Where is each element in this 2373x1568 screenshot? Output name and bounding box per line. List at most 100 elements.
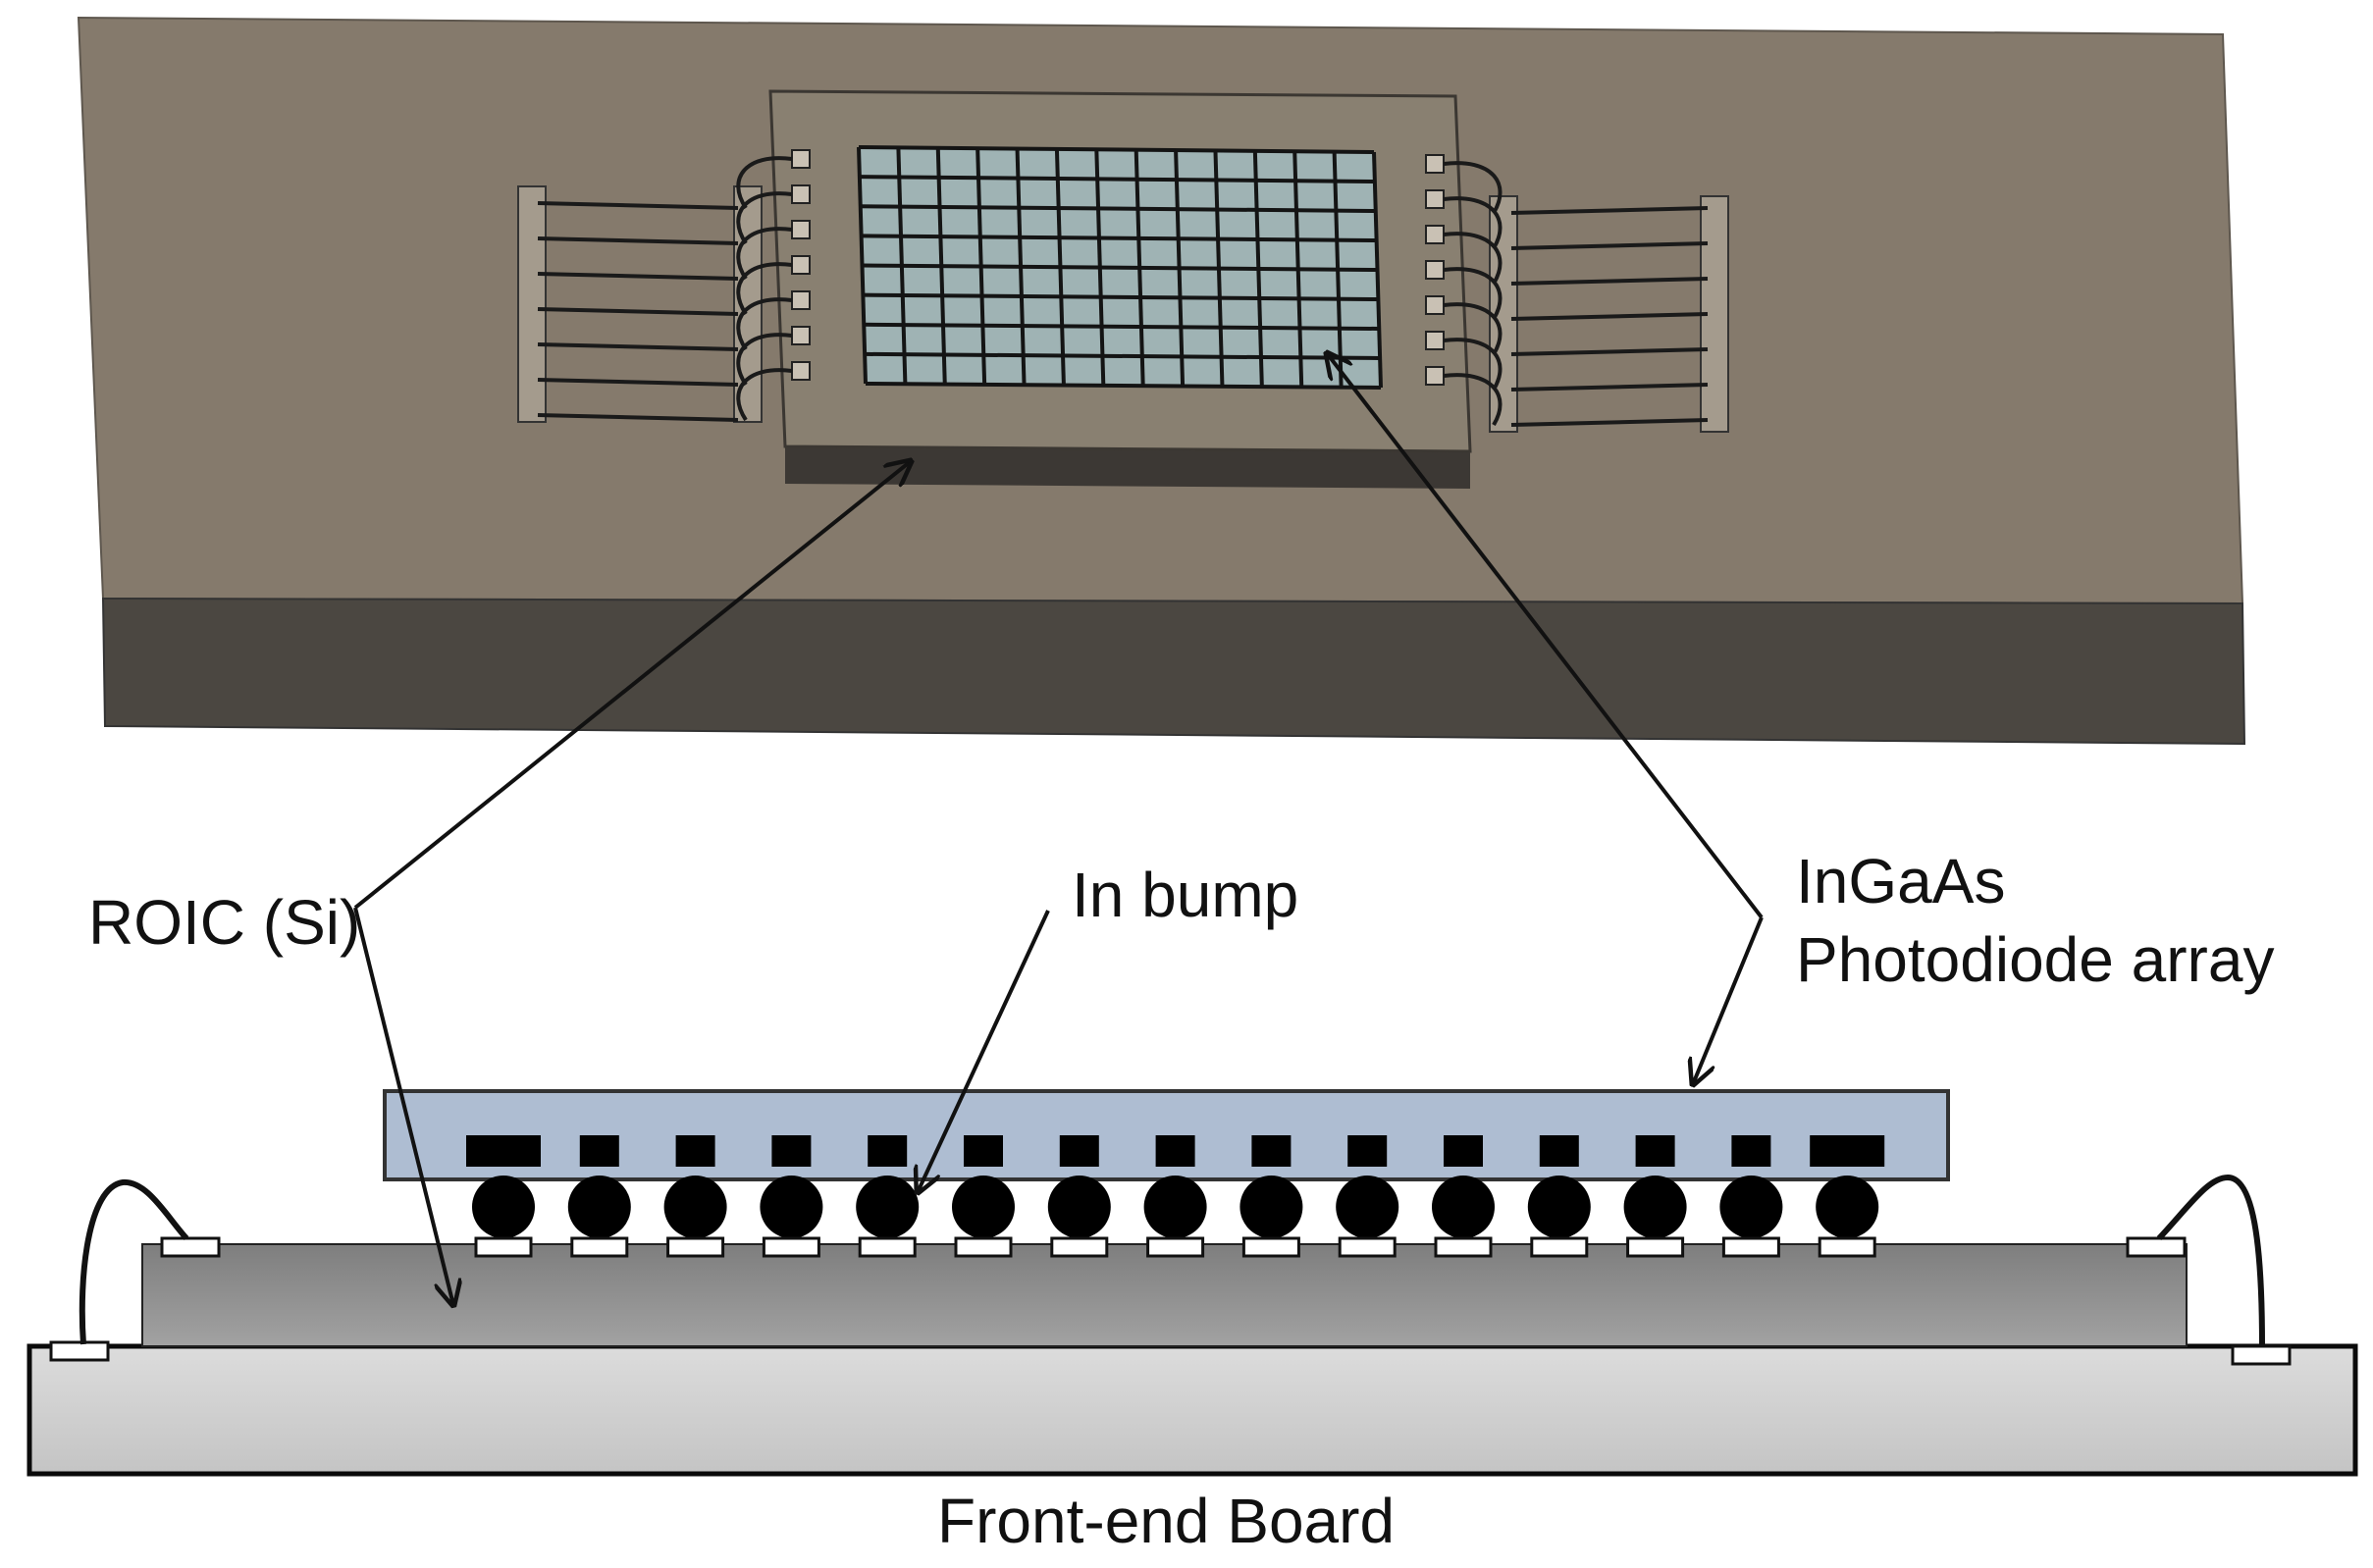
grid-row-line: [865, 351, 1381, 360]
in-bump: [1623, 1176, 1687, 1238]
chip-bond-pad: [791, 220, 811, 239]
lead-trace: [1510, 241, 1709, 250]
bond-wire: [736, 333, 793, 387]
chip-bond-pad: [1425, 331, 1445, 350]
bond-wire: [736, 156, 793, 210]
chip-bond-pad: [791, 255, 811, 275]
bond-wire: [1443, 338, 1503, 392]
ingaas-label-line-2: Photodiode array: [1796, 924, 2275, 995]
bottom-contact-pad: [1050, 1236, 1109, 1258]
left-lead-frame: [517, 185, 547, 423]
in-bump-label: In bump: [1072, 860, 1299, 930]
ingaas-leader-upper: [1327, 353, 1764, 919]
chip-bond-pad: [1425, 366, 1445, 386]
bottom-contact-pad: [666, 1236, 725, 1258]
roic-chip-side: [785, 446, 1470, 489]
top-contact-pad: [1810, 1135, 1885, 1167]
ingaas-leader-lower: [1693, 916, 1764, 1084]
chip-bond-pad: [791, 361, 811, 381]
front-end-board-label: Front-end Board: [937, 1486, 1396, 1556]
roic-label: ROIC (Si): [88, 887, 361, 958]
grid-row-line: [864, 322, 1380, 331]
in-bump: [567, 1176, 631, 1238]
top-contact-pad: [1155, 1135, 1195, 1167]
chip-bond-pad: [1425, 189, 1445, 209]
top-contact-pad: [1251, 1135, 1292, 1167]
top-contact-pad: [868, 1135, 908, 1167]
grid-row-line: [858, 145, 1375, 154]
in-bump: [1143, 1176, 1207, 1238]
lead-trace: [537, 236, 739, 245]
bond-wire: [736, 297, 793, 351]
in-bump: [1047, 1176, 1111, 1238]
bottom-contact-pad: [954, 1236, 1013, 1258]
ingaas-label-line-1: InGaAs: [1796, 846, 2006, 916]
bond-wire: [1443, 373, 1503, 427]
grid-row-line: [863, 292, 1379, 301]
bottom-contact-pad: [1530, 1236, 1589, 1258]
bond-wire: [1443, 267, 1503, 321]
top-contact-pad: [466, 1135, 541, 1167]
top-contact-pad: [675, 1135, 715, 1167]
in-bump: [760, 1176, 823, 1238]
right-bond-pad-strip: [1489, 195, 1518, 433]
in-bump: [663, 1176, 727, 1238]
pixel-grid-lines: [857, 145, 1383, 390]
lead-trace: [1510, 418, 1709, 427]
board-pad-left: [49, 1340, 110, 1362]
bond-wire: [1443, 302, 1503, 356]
chip-bond-pad: [791, 326, 811, 345]
top-contact-pad: [1347, 1135, 1388, 1167]
in-bump: [472, 1176, 535, 1238]
chip-bond-pad: [791, 149, 811, 169]
lead-trace: [1510, 206, 1709, 215]
left-wire-bonds: [517, 149, 811, 423]
bond-wire: [1443, 196, 1503, 250]
bond-wire: [736, 262, 793, 316]
in-bump: [1239, 1176, 1303, 1238]
roic-leader-lower: [353, 907, 453, 1305]
grid-row-line: [862, 263, 1378, 272]
carrier-board-side-face: [101, 597, 2246, 746]
top-contact-pad: [1539, 1135, 1579, 1167]
chip-bond-pad: [791, 290, 811, 310]
in-bump: [856, 1176, 920, 1238]
bottom-contact-pad: [1721, 1236, 1780, 1258]
top-contact-pad: [771, 1135, 812, 1167]
lead-trace: [1510, 383, 1709, 392]
in-bump: [1719, 1176, 1783, 1238]
in-bump: [1816, 1176, 1879, 1238]
top-contact-pad: [1444, 1135, 1483, 1167]
chip-bond-pad: [1425, 295, 1445, 315]
lead-trace: [537, 413, 739, 422]
top-contact-pad: [1731, 1135, 1771, 1167]
bottom-contact-pad: [570, 1236, 629, 1258]
bottom-contact-pad: [1434, 1236, 1493, 1258]
in-bump-leader: [918, 910, 1050, 1192]
right-wire-bonds: [1425, 154, 1729, 433]
in-bump: [1432, 1176, 1495, 1238]
cross-section-view: [26, 1089, 2358, 1477]
bond-wire-right: [2156, 1174, 2265, 1347]
chip-bond-pad: [1425, 154, 1445, 174]
chip-bond-pad: [791, 184, 811, 204]
grid-row-line: [860, 204, 1376, 213]
bottom-contact-pad: [1818, 1236, 1876, 1258]
lead-trace: [537, 307, 739, 316]
bottom-contact-pad: [1626, 1236, 1685, 1258]
bottom-contact-pad: [1338, 1236, 1397, 1258]
roic-pad-right: [2126, 1236, 2187, 1258]
roic-pad-left: [160, 1236, 221, 1258]
bottom-contact-pad: [858, 1236, 917, 1258]
module-3d-view: [77, 16, 2246, 746]
ingaas-photodiode-label: InGaAs Photodiode array: [1796, 842, 2274, 999]
bond-wire: [1443, 161, 1503, 215]
lead-trace: [1510, 312, 1709, 321]
bottom-contact-pad: [474, 1236, 533, 1258]
bond-wire: [736, 227, 793, 281]
roic-leader-upper: [353, 461, 911, 910]
bottom-contact-pad: [762, 1236, 820, 1258]
indium-bump-row: [466, 1135, 1885, 1258]
bond-wire: [736, 368, 793, 422]
